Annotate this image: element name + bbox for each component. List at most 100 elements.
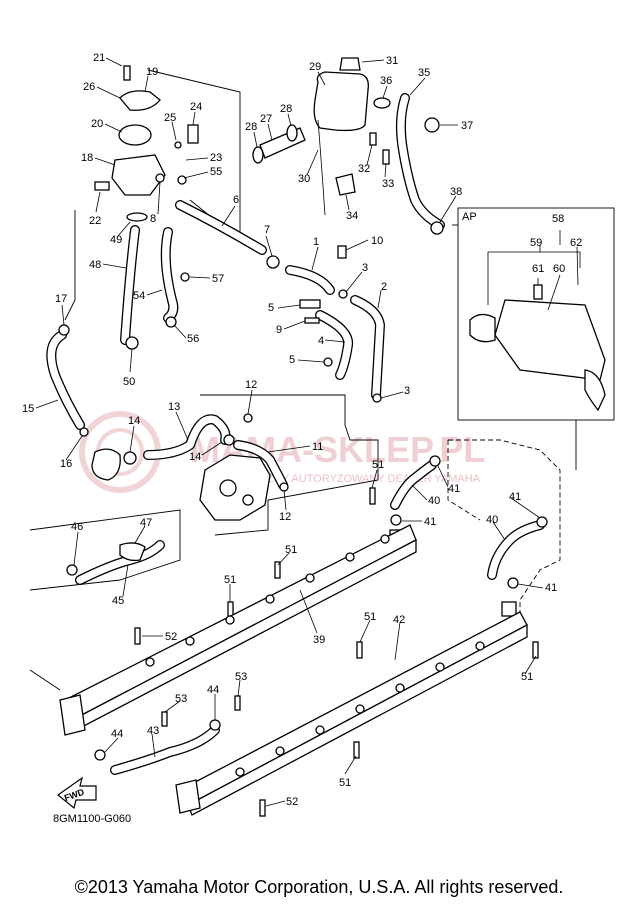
clamp-50 (125, 336, 139, 350)
callout-53a: 53 (175, 693, 187, 705)
sensor-24 (187, 124, 199, 144)
water-pump-group (91, 413, 289, 521)
fuel-cooler-assembly (494, 299, 606, 381)
rail-39-holes (145, 534, 390, 667)
callout-28: 28 (245, 121, 257, 133)
washer-25 (174, 141, 182, 149)
callout-16: 16 (60, 458, 72, 470)
callout-6: 6 (233, 194, 239, 206)
callout-53b: 53 (235, 671, 247, 683)
ap-assembly: AP (462, 211, 606, 412)
cooling-rail-42-side (187, 623, 528, 816)
thermostat-cover-19 (119, 90, 161, 111)
clamp-41d (536, 516, 548, 528)
overflow-tube-30 (317, 119, 326, 216)
callout-59: 59 (530, 237, 542, 249)
callout-9: 9 (276, 324, 282, 336)
callout-7: 7 (264, 224, 270, 236)
bolts (134, 487, 539, 817)
clamp-12b (279, 482, 289, 492)
cooling-rails (59, 524, 528, 816)
callout-35: 35 (418, 67, 430, 79)
callout-37: 37 (461, 120, 473, 132)
fitting-55 (177, 175, 187, 185)
callout-22: 22 (89, 215, 101, 227)
callout-23: 23 (210, 152, 222, 164)
thermostat-housing-18 (111, 154, 166, 196)
ap-label: AP (462, 211, 477, 223)
callout-57: 57 (212, 273, 224, 285)
callout-51d: 51 (364, 611, 376, 623)
callout-52a: 52 (165, 631, 177, 643)
callout-40a: 40 (428, 495, 440, 507)
callout-5b: 5 (289, 354, 295, 366)
callout-49: 49 (110, 234, 122, 246)
callout-51b: 51 (285, 544, 297, 556)
forward-arrow-icon: FWD (57, 776, 97, 810)
callout-55: 55 (210, 166, 222, 178)
cooling-rail-39-end (59, 694, 86, 736)
callout-47: 47 (140, 517, 152, 529)
hoses (46, 93, 545, 775)
drawing-code: 8GM1100-G060 (53, 813, 131, 825)
clip-5b (323, 357, 333, 367)
callout-42: 42 (393, 614, 405, 626)
reservoir-cap-31 (339, 57, 361, 71)
callout-41a: 41 (448, 483, 460, 495)
frame-lines (29, 69, 615, 691)
bolt-52a (134, 627, 141, 645)
plug-22 (94, 181, 110, 191)
callout-20: 20 (91, 118, 103, 130)
fuel-cooler-inlet (469, 313, 496, 343)
callout-24: 24 (190, 101, 202, 113)
fitting-47 (119, 542, 146, 562)
callout-43: 43 (147, 725, 159, 737)
callout-31: 31 (386, 55, 398, 67)
callout-25: 25 (164, 112, 176, 124)
callout-15: 15 (22, 403, 34, 415)
callout-14: 14 (128, 415, 140, 427)
bolt-32 (369, 132, 377, 146)
grommet-36 (373, 97, 391, 109)
thermostat-group (94, 65, 199, 222)
clamp-41e (507, 577, 519, 589)
callout-61: 61 (532, 263, 544, 275)
callout-30: 30 (298, 173, 310, 185)
callout-38: 38 (450, 186, 462, 198)
hose-27 (259, 127, 306, 159)
callout-12b: 12 (279, 511, 291, 523)
clamp-28b (286, 124, 298, 142)
bolt-51b (274, 561, 281, 579)
callout-3: 3 (362, 262, 368, 274)
clamp-41b (390, 514, 402, 526)
callout-33: 33 (382, 178, 394, 190)
clamp-44a (209, 719, 221, 731)
clip-16 (79, 427, 89, 437)
callout-56: 56 (187, 333, 199, 345)
clamp-14a (123, 451, 137, 465)
clamp-3b (372, 393, 382, 403)
callout-27: 27 (260, 113, 272, 125)
cooling-rail-42-end (175, 779, 201, 814)
callout-10: 10 (371, 235, 383, 247)
callout-51f: 51 (339, 777, 351, 789)
callout-40b: 40 (486, 514, 498, 526)
clip-57 (180, 272, 190, 282)
clamp-14b (223, 434, 235, 446)
bolt-33 (382, 149, 390, 165)
clamp-17 (58, 324, 70, 336)
bolt-52b (259, 799, 266, 817)
clamp-12a (243, 413, 253, 423)
callout-8: 8 (150, 213, 156, 225)
callout-29: 29 (309, 61, 321, 73)
callout-41b: 41 (424, 516, 436, 528)
clamp-28a (252, 146, 264, 164)
callout-46: 46 (71, 521, 83, 533)
callout-5: 5 (268, 302, 274, 314)
callout-17: 17 (55, 293, 67, 305)
gasket-49 (126, 212, 148, 222)
thermostat-20 (118, 124, 152, 146)
callout-54: 54 (133, 290, 145, 302)
clamp-3a (338, 289, 348, 299)
